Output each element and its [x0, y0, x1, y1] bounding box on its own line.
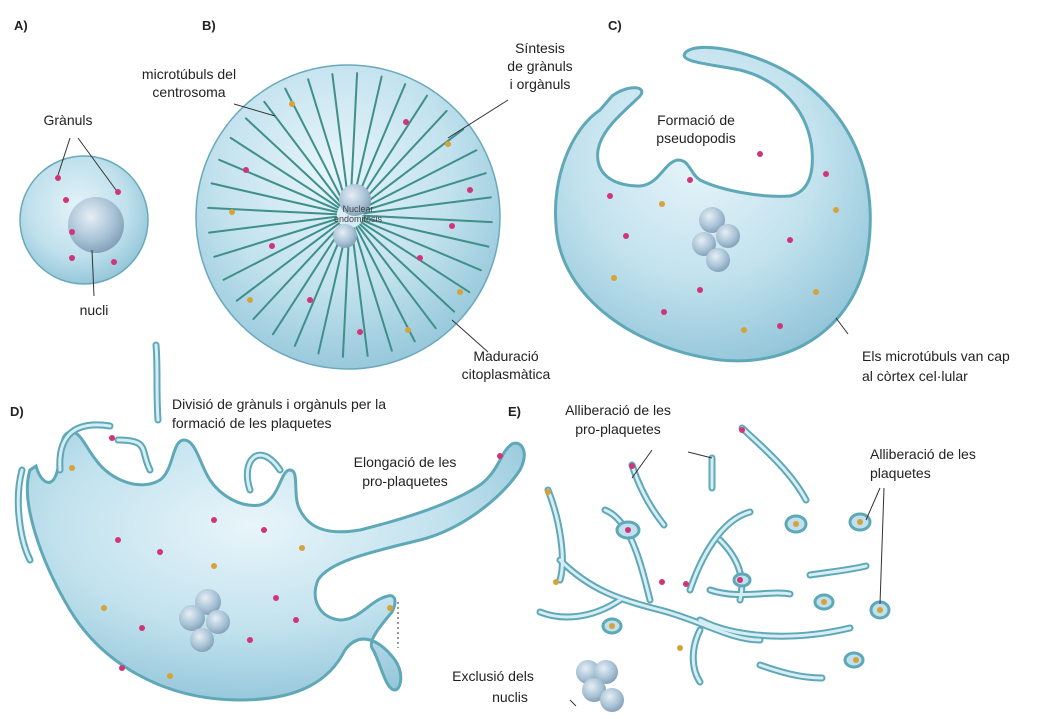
granule: [813, 289, 819, 295]
granule: [833, 207, 839, 213]
panel-e-letter: E): [508, 404, 521, 419]
label-cortex-line-1: Els microtúbuls van cap: [862, 348, 1010, 365]
granule: [739, 427, 745, 433]
granule: [659, 201, 665, 207]
panel-e-excluded-nuclei: [576, 660, 624, 712]
granule: [737, 577, 743, 583]
granule: [853, 657, 859, 663]
panel-a-letter: A): [14, 18, 28, 33]
granule: [609, 623, 615, 629]
label-nucli: nucli: [64, 302, 124, 319]
label-cortex-line-2: al còrtex cel·lular: [862, 368, 968, 385]
granule: [405, 327, 411, 333]
granule: [611, 275, 617, 281]
granule: [683, 581, 689, 587]
granule: [467, 187, 473, 193]
granule: [261, 527, 267, 533]
granule: [273, 595, 279, 601]
label-nuclear-line-2: endomitosis: [318, 214, 398, 224]
granule: [607, 193, 613, 199]
granule: [293, 617, 299, 623]
label-granuls: Grànuls: [28, 112, 108, 129]
label-alliberacio-plaq-line-1: Alliberació de les: [870, 446, 976, 463]
granule: [629, 463, 635, 469]
granule: [289, 101, 295, 107]
granule: [821, 599, 827, 605]
label-divisio-line-1: Divisió de grànuls i orgànuls per la: [172, 396, 386, 413]
panel-b-letter: B): [202, 18, 216, 33]
panel-c-letter: C): [608, 18, 622, 33]
label-microtubuls-line-1: microtúbuls del: [124, 66, 254, 83]
granule: [211, 563, 217, 569]
label-maduracio-line-1: Maduració: [446, 348, 566, 365]
granule: [357, 329, 363, 335]
label-alliberacio-pro-line-1: Alliberació de les: [548, 402, 688, 419]
label-alliberacio-pro-line-2: pro-plaquetes: [548, 421, 688, 438]
label-elongacio-line-1: Elongació de les: [330, 454, 480, 471]
granule: [777, 323, 783, 329]
granule: [307, 297, 313, 303]
granule: [757, 151, 763, 157]
granule: [119, 665, 125, 671]
panel-c-leader-lines: [836, 318, 848, 334]
granule: [269, 243, 275, 249]
granule: [625, 527, 631, 533]
granule: [417, 255, 423, 261]
granule: [229, 209, 235, 215]
granule: [457, 289, 463, 295]
label-formacio-line-1: Formació de: [636, 112, 756, 129]
granule: [115, 537, 121, 543]
granule: [69, 465, 75, 471]
panel-c-cell: [555, 47, 870, 361]
label-exclusio-line-1: Exclusió dels: [438, 668, 548, 685]
granule: [623, 233, 629, 239]
granule: [677, 645, 683, 651]
granule: [167, 673, 173, 679]
label-formacio-line-2: pseudopodis: [636, 130, 756, 147]
granule: [877, 607, 883, 613]
granule: [823, 171, 829, 177]
granule: [387, 605, 393, 611]
granule: [449, 223, 455, 229]
granule: [553, 579, 559, 585]
granule: [697, 287, 703, 293]
label-sintesi-line-3: i orgànuls: [490, 76, 590, 93]
granule: [445, 141, 451, 147]
granule: [101, 605, 107, 611]
granule: [247, 297, 253, 303]
panel-e-proplatelets: [540, 428, 866, 682]
granule: [109, 435, 115, 441]
granule: [741, 327, 747, 333]
granule: [299, 545, 305, 551]
granule: [139, 625, 145, 631]
granule: [211, 517, 217, 523]
granule: [403, 119, 409, 125]
granule: [157, 549, 163, 555]
panel-a-nucleus: [68, 197, 124, 253]
granule: [545, 489, 551, 495]
label-maduracio-line-2: citoplasmàtica: [446, 366, 566, 383]
label-nuclear-line-1: Nuclear: [318, 204, 398, 214]
granule: [247, 637, 253, 643]
label-microtubuls-line-2: centrosoma: [124, 84, 254, 101]
panel-e-fragments: [540, 427, 889, 712]
panel-d-letter: D): [10, 404, 24, 419]
label-sintesi-line-1: Síntesis: [490, 40, 590, 57]
label-elongacio-line-2: pro-plaquetes: [330, 473, 480, 490]
granule: [793, 521, 799, 527]
granule: [787, 237, 793, 243]
granule: [243, 167, 249, 173]
granule: [497, 453, 503, 459]
granule: [687, 177, 693, 183]
granule: [857, 519, 863, 525]
granule: [659, 579, 665, 585]
panel-a-cell: [20, 138, 148, 296]
label-alliberacio-plaq-line-2: plaquetes: [870, 465, 931, 482]
label-divisio-line-2: formació de les plaquetes: [172, 415, 332, 432]
granule: [661, 309, 667, 315]
label-exclusio-line-2: nuclis: [470, 689, 550, 706]
label-sintesi-line-2: de grànuls: [490, 58, 590, 75]
